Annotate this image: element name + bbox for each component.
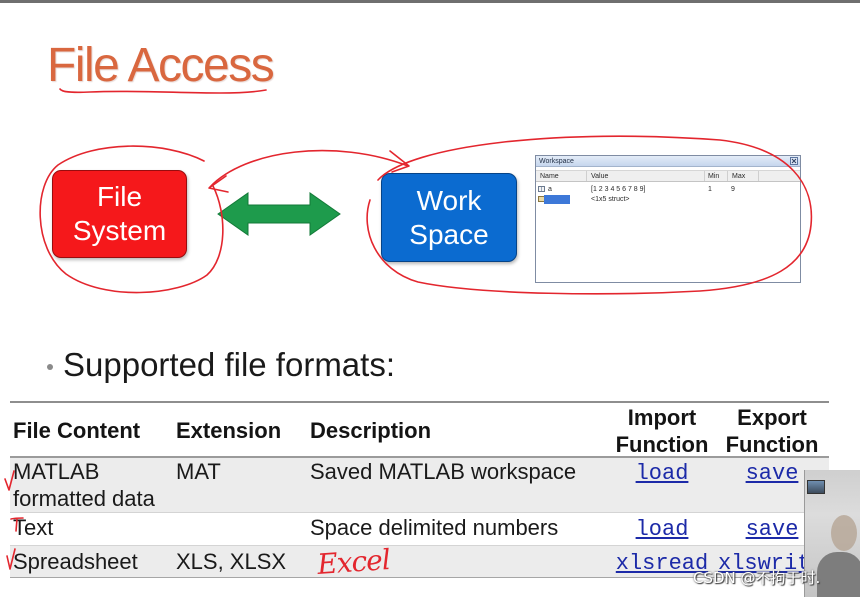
column-header-min: Min <box>708 172 719 181</box>
export-function-link[interactable]: save <box>746 517 799 542</box>
annotation-arc-arrow-head-right <box>390 151 409 172</box>
wall-picture <box>807 480 825 494</box>
table-cell-file-content: MATLAB formatted data <box>13 458 173 512</box>
table-header-import-line-1: Import <box>611 404 713 431</box>
slide-title: File Access <box>47 42 273 90</box>
import-function-link[interactable]: load <box>636 517 689 542</box>
column-header-value: Value <box>591 172 608 181</box>
table-cell-extension: MAT <box>176 458 221 485</box>
table-header-file-content: File Content <box>13 417 173 444</box>
variable-name: a <box>548 185 552 194</box>
watermark: CSDN @不拘于时. <box>693 570 820 587</box>
column-header-name: Name <box>540 172 559 181</box>
workspace-row: <1x5 struct> <box>536 195 800 204</box>
table-header-row: File Content Extension Description Impor… <box>10 403 829 456</box>
matrix-icon <box>538 186 545 192</box>
table-row: Text Space delimited numbers load save <box>10 513 829 545</box>
workspace-box: Work Space <box>381 173 517 262</box>
table-header-export-line-1: Export <box>718 404 826 431</box>
table-row: MATLAB formatted data MAT Saved MATLAB w… <box>10 458 829 512</box>
column-separator <box>586 171 587 181</box>
import-function-link[interactable]: load <box>636 461 689 486</box>
column-header-max: Max <box>732 172 745 181</box>
table-cell-file-content: Text <box>13 514 173 541</box>
export-function-link[interactable]: save <box>746 461 799 486</box>
column-separator <box>727 171 728 181</box>
table-header-import-function: Import Function <box>611 404 713 458</box>
table-header-import-line-2: Function <box>611 431 713 458</box>
table-header-extension: Extension <box>176 417 281 444</box>
bullet-text: Supported file formats: <box>63 348 395 381</box>
variable-max: 9 <box>731 185 735 194</box>
annotation-arc-arrow <box>210 151 408 187</box>
table-header-export-line-2: Function <box>718 431 826 458</box>
file-system-label-line-2: System <box>73 214 166 248</box>
workspace-window-screenshot: Workspace Name Value Min Max a [1 2 3 4 … <box>535 155 801 283</box>
workspace-titlebar: Workspace <box>536 156 800 167</box>
variable-min: 1 <box>708 185 712 194</box>
table-cell-file-content: Spreadsheet <box>13 548 173 575</box>
presenter-body <box>817 552 860 597</box>
variable-value: [1 2 3 4 5 6 7 8 9] <box>591 185 646 194</box>
workspace-label-line-2: Space <box>409 218 488 252</box>
workspace-row: a [1 2 3 4 5 6 7 8 9] 1 9 <box>536 185 800 194</box>
table-cell-description: Saved MATLAB workspace <box>310 458 576 485</box>
selected-variable-highlight <box>544 195 570 204</box>
table-header-description: Description <box>310 417 431 444</box>
column-separator <box>704 171 705 181</box>
table-cell-import: load <box>611 458 713 487</box>
file-system-label-line-1: File <box>97 180 142 214</box>
variable-value: <1x5 struct> <box>591 195 630 204</box>
presenter-head <box>831 515 857 551</box>
column-separator <box>758 171 759 181</box>
workspace-title: Workspace <box>539 157 574 166</box>
close-icon <box>790 157 798 165</box>
table-cell-extension: XLS, XLSX <box>176 548 286 575</box>
table-header-export-function: Export Function <box>718 404 826 458</box>
workspace-label-line-1: Work <box>417 184 482 218</box>
file-system-box: File System <box>52 170 187 258</box>
table-cell-import: load <box>611 514 713 543</box>
workspace-column-headers: Name Value Min Max <box>536 170 800 182</box>
bullet-dot <box>47 364 53 370</box>
top-border <box>0 0 860 3</box>
bidirectional-arrow-shape <box>218 193 340 235</box>
bidirectional-arrow <box>216 190 342 238</box>
table-cell-description: Space delimited numbers <box>310 514 558 541</box>
